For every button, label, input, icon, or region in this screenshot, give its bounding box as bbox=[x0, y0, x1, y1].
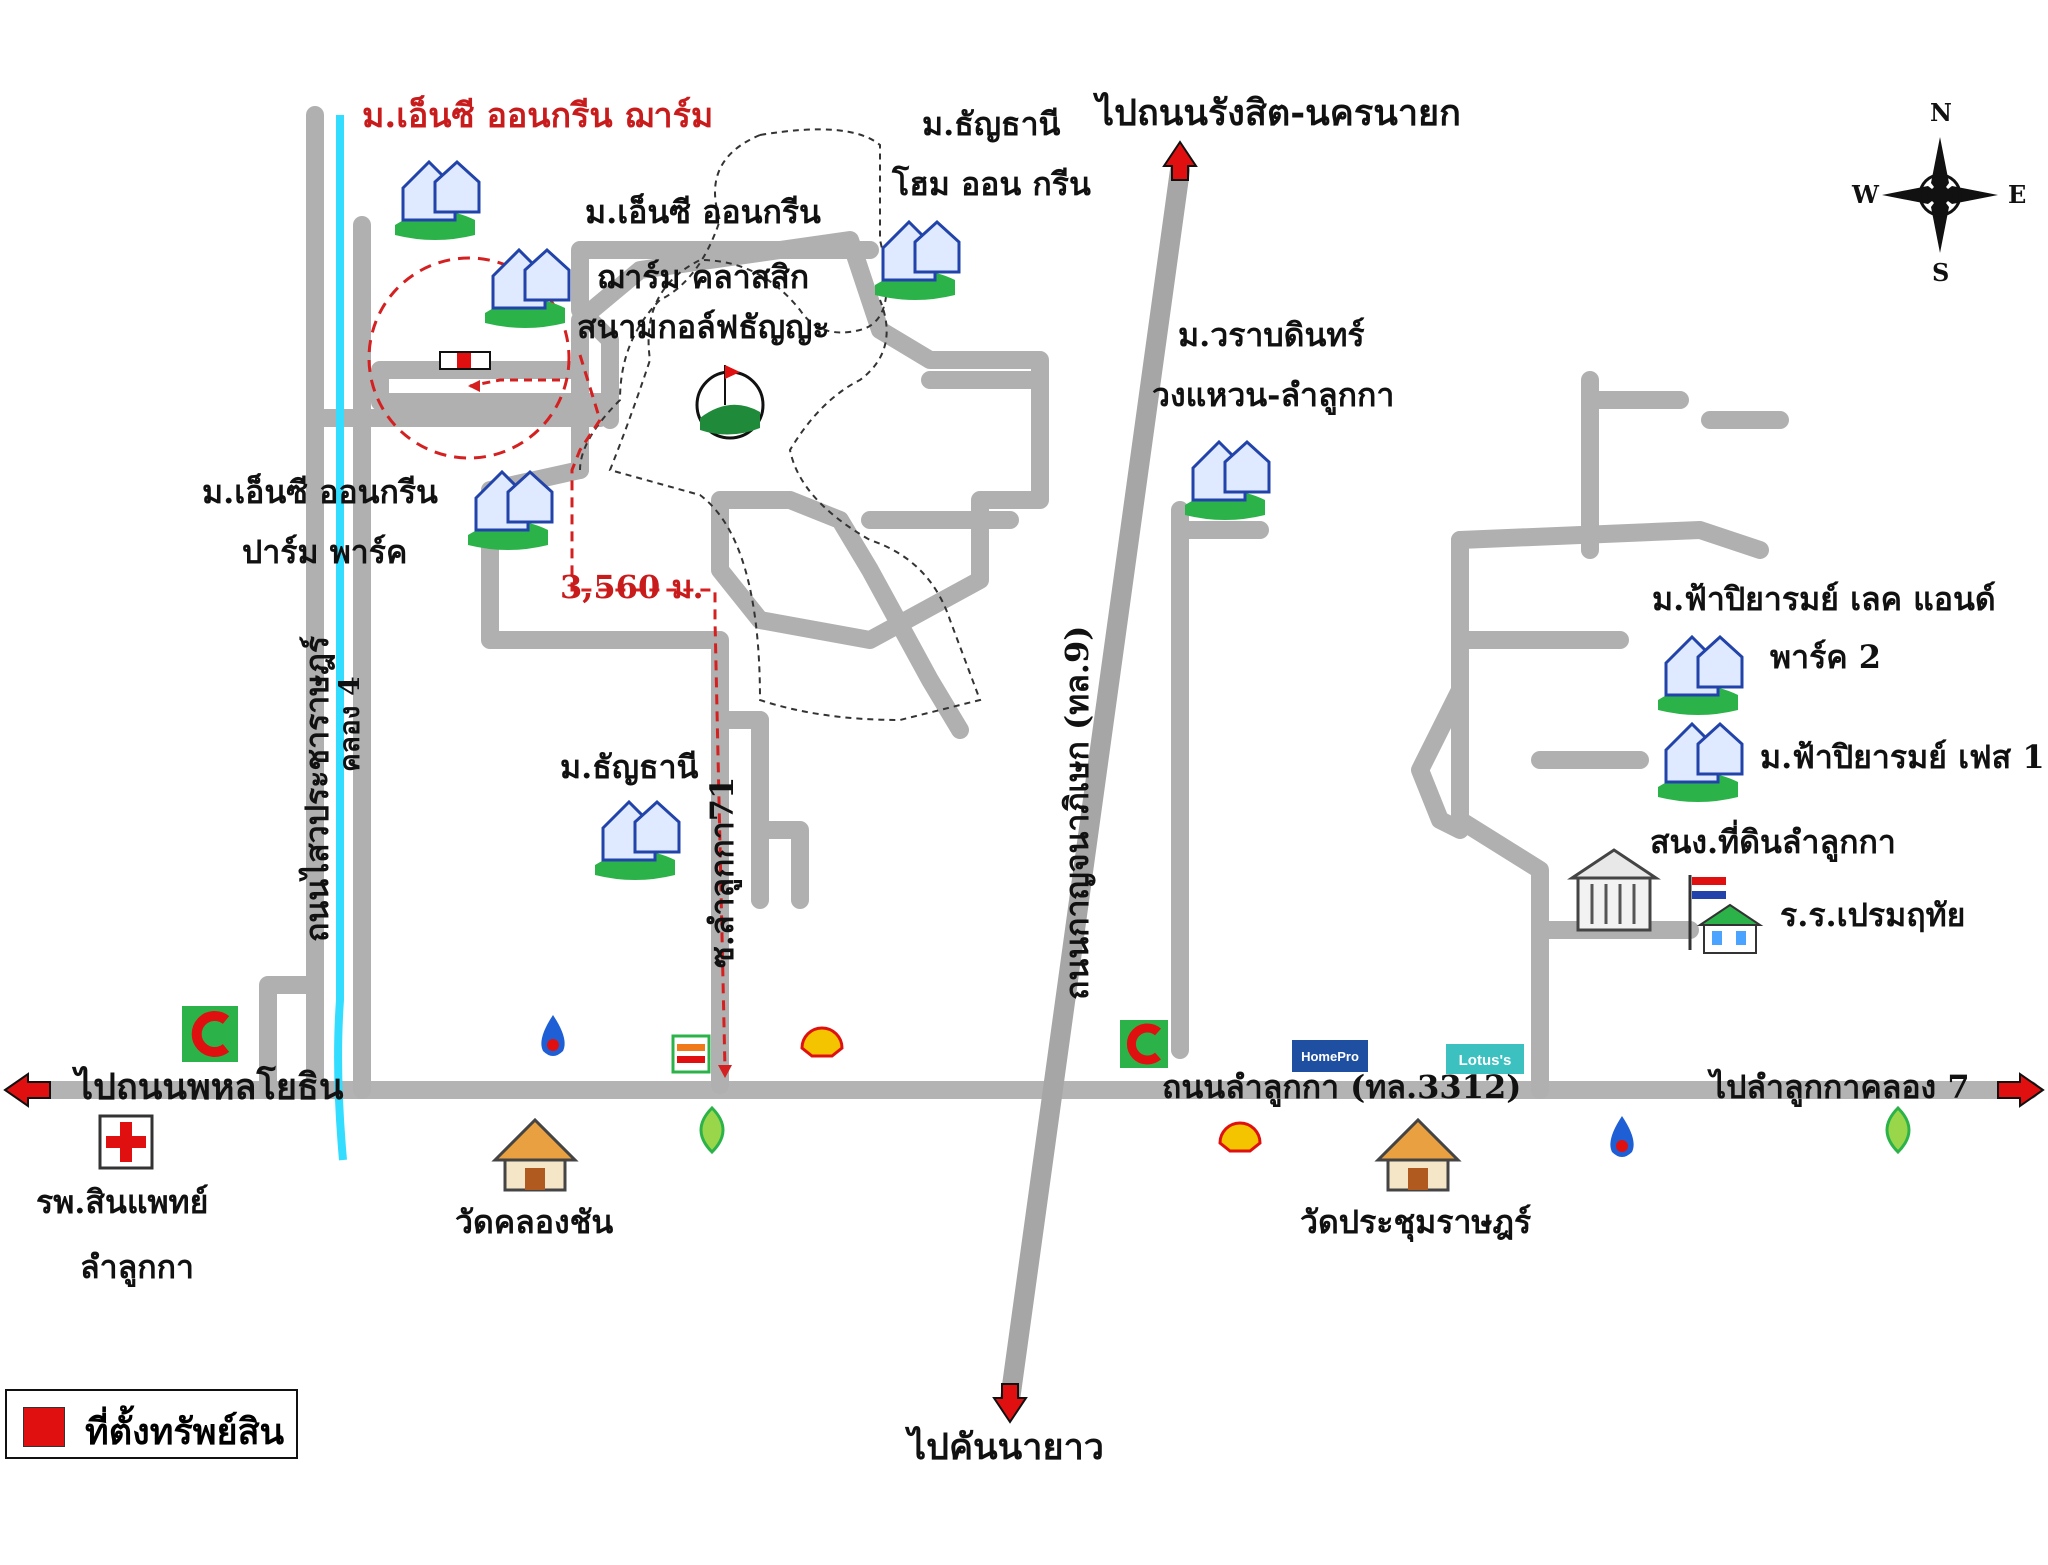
temple-icon-prachum bbox=[1374, 1117, 1462, 1192]
kanchana-road-line bbox=[1000, 160, 1190, 1410]
school-icon bbox=[1688, 875, 1764, 954]
shell-icon-left bbox=[800, 1026, 844, 1058]
canal-line bbox=[334, 115, 347, 1161]
label-warabodin-2: วงแหวน-ลำลูกกา bbox=[1152, 376, 1395, 414]
svg-text:HomePro: HomePro bbox=[1301, 1049, 1359, 1064]
golf-outline bbox=[608, 128, 982, 722]
label-to-khan-na-yao: ไปคันนายาว bbox=[908, 1426, 1104, 1468]
legend-swatch bbox=[23, 1407, 65, 1447]
label-kanchana-road: ถนนกาญจนาภิเษก (ทล.9) bbox=[1058, 625, 1096, 1000]
arrow-south-icon bbox=[992, 1383, 1028, 1424]
label-distance: 3,560 ม. bbox=[560, 568, 704, 606]
label-nc-classic-1: ม.เอ็นซี ออนกรีน bbox=[585, 193, 821, 231]
shell-icon-right bbox=[1218, 1121, 1262, 1153]
label-wat-prachum: วัดประชุมราษฎร์ bbox=[1300, 1203, 1532, 1241]
hospital-icon bbox=[98, 1114, 154, 1170]
property-marker bbox=[439, 351, 491, 370]
house-icons bbox=[395, 159, 1744, 880]
compass-w: W bbox=[1852, 180, 1879, 209]
bangchak-icon-right bbox=[1885, 1105, 1911, 1155]
label-home-on-green: โฮม ออน กรีน bbox=[892, 165, 1091, 203]
label-sai-road: ถนนไสวประชาราษฎร์ bbox=[298, 635, 336, 942]
land-office-icon bbox=[1567, 848, 1661, 932]
label-golf-course: สนามกอล์ฟธัญญะ bbox=[577, 308, 830, 346]
label-warabodin-1: ม.วราบดินทร์ bbox=[1178, 316, 1365, 354]
big-c-icon-right bbox=[1120, 1020, 1168, 1068]
label-nc-park-2: ปาร์ม พาร์ค bbox=[242, 533, 408, 571]
label-fa-phase1: ม.ฟ้าปิยารมย์ เฟส 1 bbox=[1760, 738, 2045, 776]
compass-s: S bbox=[1932, 258, 1950, 287]
label-to-phahon: ไปถนนพหลโยธิน bbox=[75, 1066, 344, 1108]
arrow-north-icon bbox=[1162, 140, 1198, 181]
big-c-icon-left bbox=[182, 1006, 238, 1062]
lotus-icon: Lotus's bbox=[1446, 1044, 1524, 1074]
legend-label: ที่ตั้งทรัพย์สิน bbox=[85, 1411, 285, 1453]
label-hospital-2: ลำลูกกา bbox=[80, 1248, 194, 1286]
compass-e: E bbox=[2008, 180, 2027, 209]
ptt-icon-left bbox=[541, 1015, 565, 1056]
route-line bbox=[570, 354, 727, 1071]
property-circle bbox=[367, 256, 571, 460]
arrow-west-icon bbox=[3, 1072, 51, 1108]
label-land-office: สนง.ที่ดินลำลูกกา bbox=[1650, 823, 1896, 861]
label-to-rangsit: ไปถนนรังสิต-นครนายก bbox=[1096, 92, 1461, 134]
label-nc-green-farm: ม.เอ็นซี ออนกรีน ฌาร์ม bbox=[362, 96, 714, 136]
temple-icon-khlong-chan bbox=[491, 1117, 579, 1192]
compass-n: N bbox=[1930, 98, 1952, 127]
label-school: ร.ร.เปรมฤทัย bbox=[1780, 896, 1966, 934]
golf-flag-icon bbox=[695, 365, 765, 440]
label-to-lamlukka-k7: ไปลำลูกกาคลอง 7 bbox=[1710, 1068, 1970, 1106]
compass-icon bbox=[1882, 137, 1998, 253]
label-chanyathani-top: ม.ธัญธานี bbox=[922, 105, 1061, 143]
label-soi-lamlukka: ซ.ลำลูกกา71 bbox=[703, 776, 741, 968]
label-fa-lake-2: พาร์ค 2 bbox=[1770, 638, 1882, 676]
label-lamlukka-road: ถนนลำลูกกา (ทล.3312) bbox=[1162, 1068, 1522, 1106]
label-khlong4: คลอง 4 bbox=[333, 676, 366, 772]
bangchak-icon-left bbox=[699, 1105, 725, 1155]
label-wat-khlong-chan: วัดคลองชัน bbox=[455, 1203, 614, 1241]
label-nc-park-1: ม.เอ็นซี ออนกรีน bbox=[202, 473, 438, 511]
arrow-east-icon bbox=[1997, 1072, 2045, 1108]
label-hospital-1: รพ.สินแพทย์ bbox=[36, 1183, 209, 1221]
legend: ที่ตั้งทรัพย์สิน bbox=[5, 1389, 298, 1459]
label-fa-lake-1: ม.ฟ้าปิยารมย์ เลค แอนด์ bbox=[1652, 580, 1996, 618]
label-chanyathani-low: ม.ธัญธานี bbox=[560, 748, 699, 786]
seven-eleven-icon bbox=[671, 1034, 711, 1074]
homepro-icon: HomePro bbox=[1292, 1040, 1368, 1072]
label-nc-classic-2: ฌาร์ม คลาสสิก bbox=[597, 258, 810, 296]
svg-text:Lotus's: Lotus's bbox=[1459, 1052, 1512, 1069]
ptt-icon-right bbox=[1610, 1116, 1634, 1157]
